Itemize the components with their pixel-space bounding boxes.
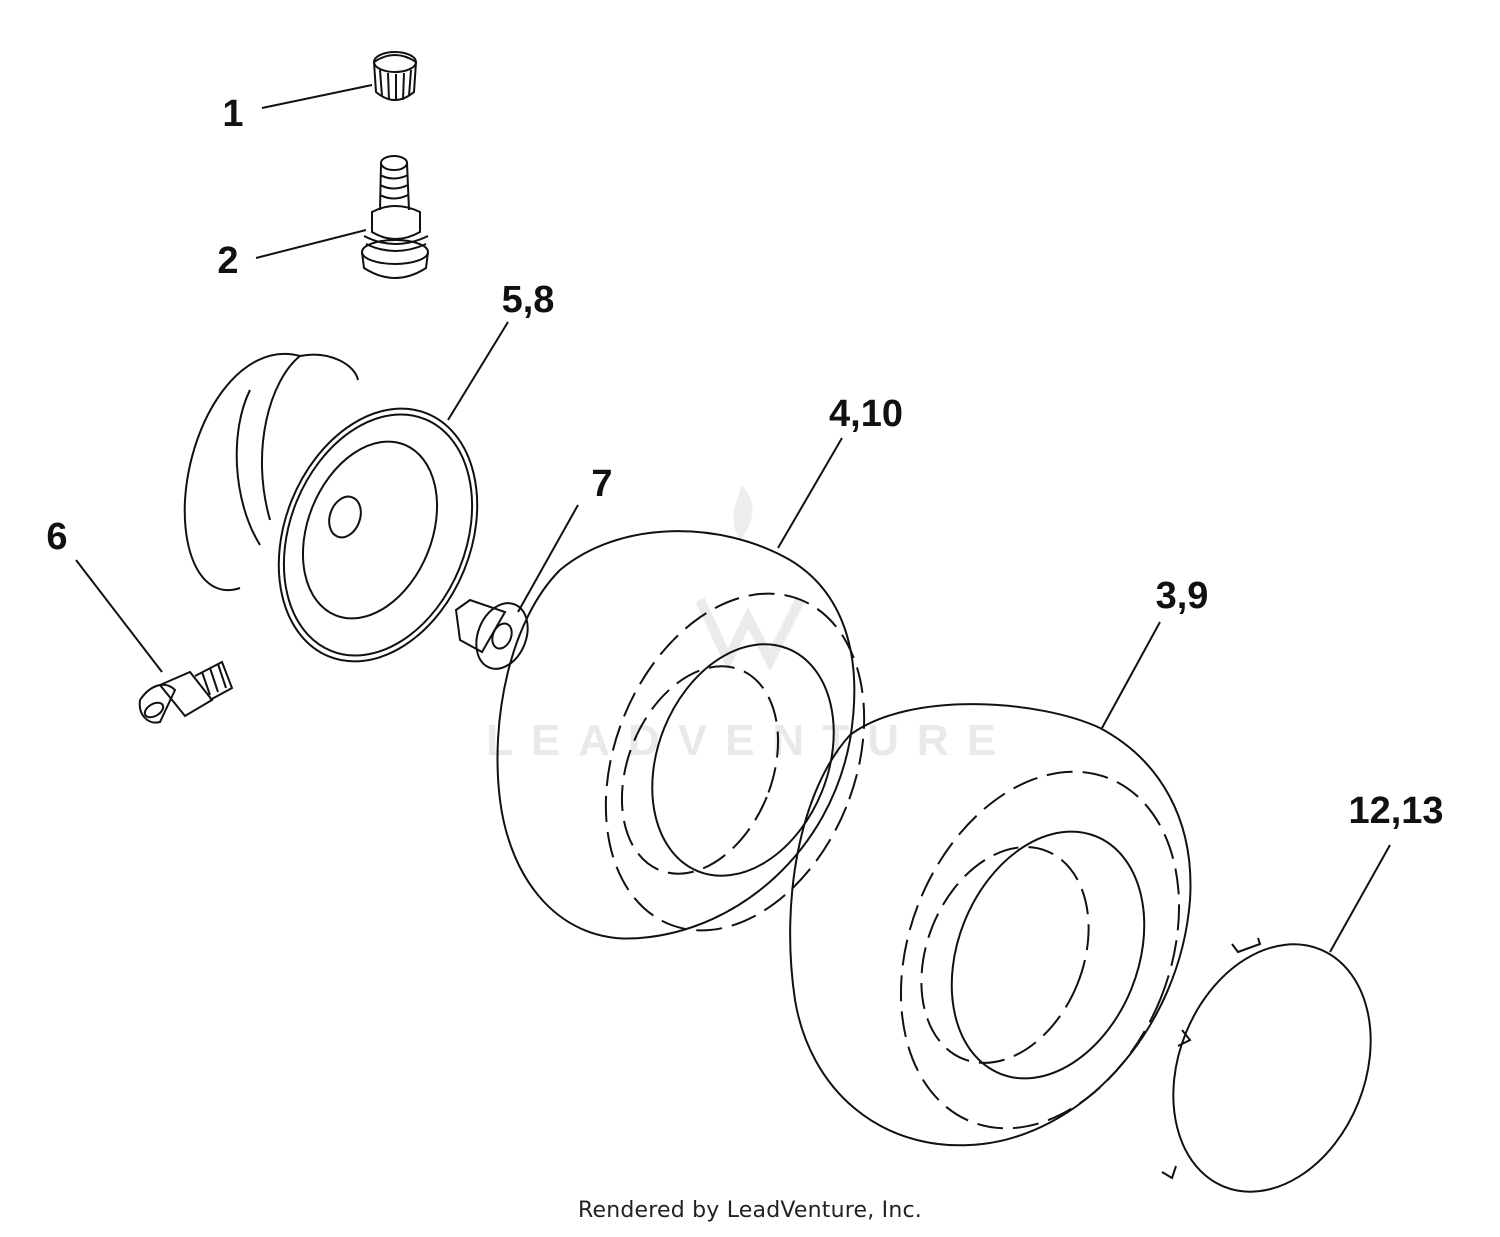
footer-credit: Rendered by LeadVenture, Inc. (578, 1198, 922, 1223)
watermark-text: LEADVENTURE (486, 716, 1014, 765)
callout-5-8: 5,8 (502, 279, 555, 321)
rear-tire-part (789, 703, 1192, 1147)
callout-12-13: 12,13 (1348, 790, 1443, 832)
leader-6 (75, 559, 163, 673)
callout-1: 1 (222, 93, 243, 135)
callout-4-10: 4,10 (829, 393, 903, 435)
leader-12-13 (1329, 844, 1391, 953)
wheel-rim-part (183, 353, 479, 663)
callout-2: 2 (217, 240, 238, 282)
valve-stem-part (361, 155, 429, 279)
leader-4-10 (777, 437, 843, 549)
callout-7: 7 (591, 463, 612, 505)
leader-3-9 (1101, 621, 1161, 729)
callout-6: 6 (46, 516, 67, 558)
grease-fitting-part (138, 660, 234, 724)
leader-5-8 (447, 321, 509, 421)
bushing-part (454, 598, 529, 670)
leader-2 (255, 229, 367, 259)
hub-cap-part (1161, 937, 1372, 1193)
leader-7 (517, 504, 579, 613)
front-tire-part (496, 530, 866, 940)
leader-1 (261, 84, 373, 109)
valve-cap-part (372, 51, 418, 101)
callout-3-9: 3,9 (1156, 575, 1209, 617)
leadventure-watermark: LEADVENTURE (486, 485, 1014, 765)
